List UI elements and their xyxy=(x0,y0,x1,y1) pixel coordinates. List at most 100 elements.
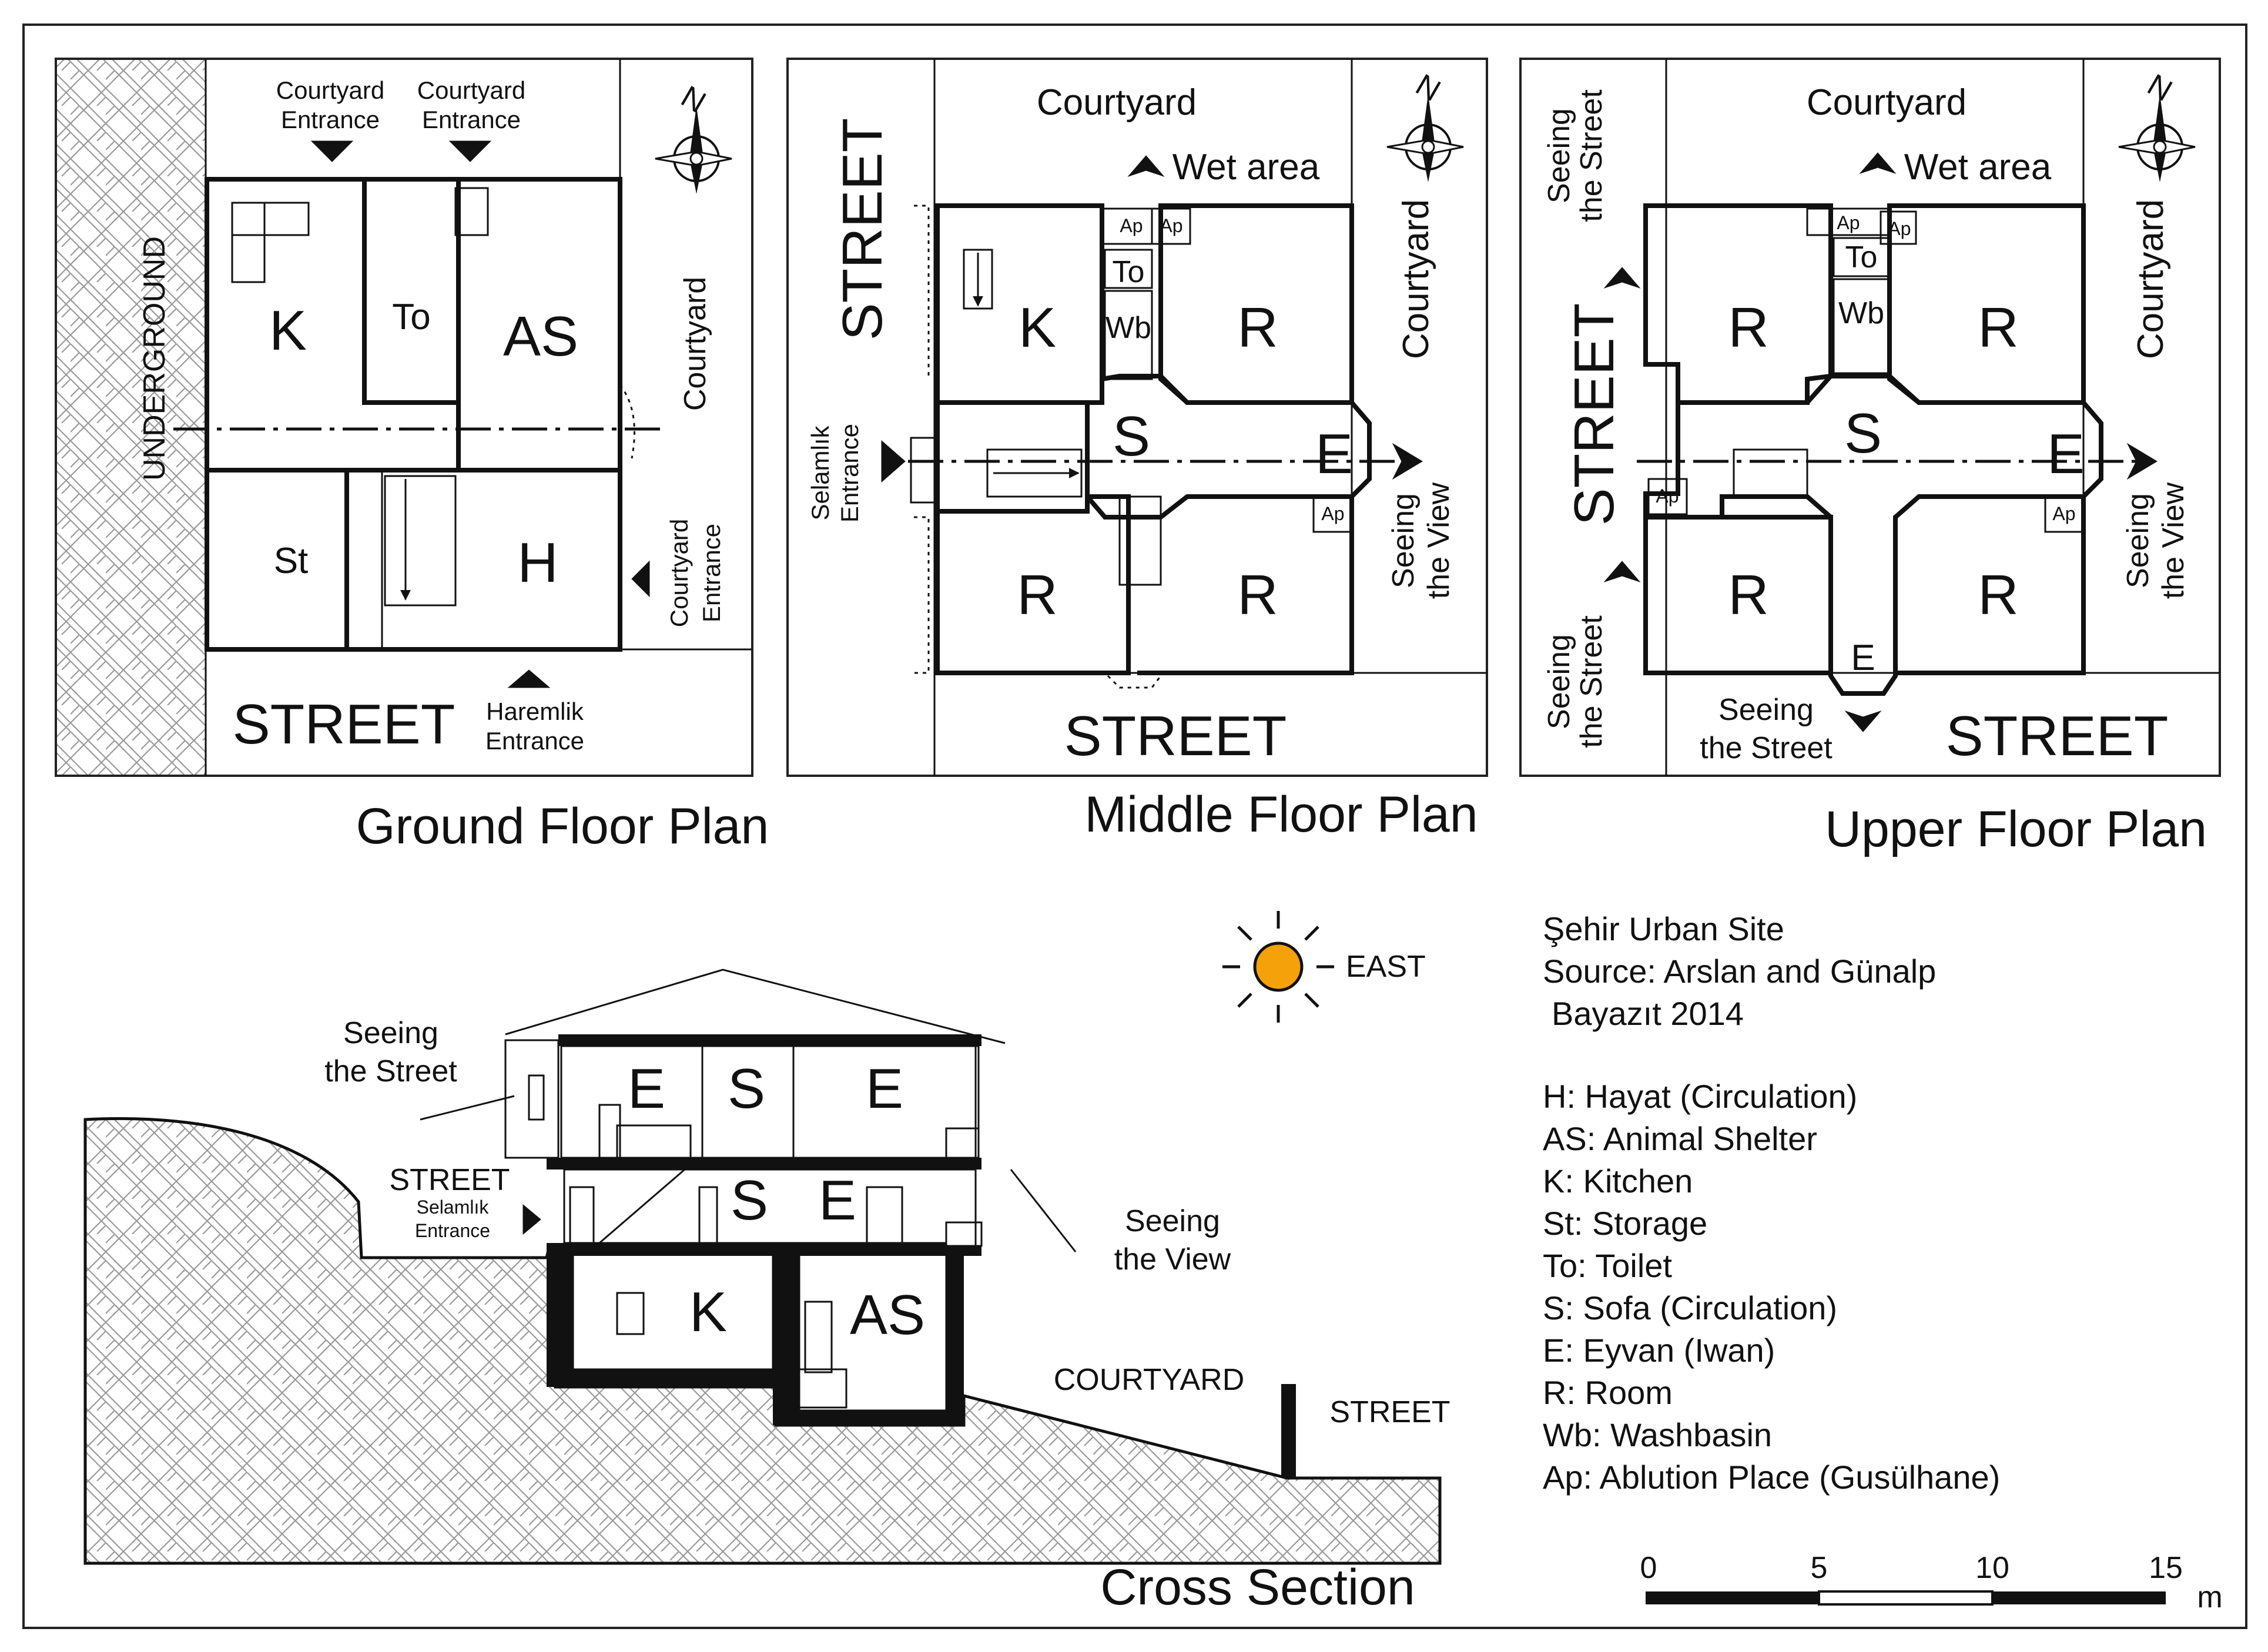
upper-frame xyxy=(1519,58,2221,777)
section-upper-sofa-label: S xyxy=(728,1057,765,1120)
scale-bar: 0 5 10 15 m xyxy=(1640,1551,2223,1614)
legend: H: Hayat (Circulation)AS: Animal Shelter… xyxy=(1543,1078,2000,1496)
middle-eyvan-label: E xyxy=(1315,423,1353,485)
upper-seeing-view-line1: Seeing xyxy=(2121,493,2155,588)
haremlik-entrance-line1: Haremlik xyxy=(486,698,584,725)
section-middle-eyvan-label: E xyxy=(819,1169,856,1232)
section-selamlik-line2: Entrance xyxy=(415,1220,490,1241)
middle-ap2-label: Ap xyxy=(1160,215,1182,236)
upper-washbasin-label: Wb xyxy=(1838,296,1884,330)
middle-street-left-label: STREET xyxy=(831,118,894,341)
source-year: Bayazıt 2014 xyxy=(1552,995,1744,1032)
north-arrow-icon: N xyxy=(1386,68,1464,182)
upper-room-r4-label: R xyxy=(1978,564,2018,626)
middle-seeing-view-line1: Seeing xyxy=(1386,493,1421,588)
room-toilet-label: To xyxy=(392,297,430,337)
middle-floor-plan: K R R R S E Ap Ap Ap To Wb STREET STREET… xyxy=(786,58,1488,843)
underground-hatch xyxy=(57,60,206,775)
sun-icon xyxy=(1222,911,1334,1023)
room-animal-shelter-label: AS xyxy=(503,305,578,368)
ground-frame xyxy=(55,58,753,777)
legend-item: Ap: Ablution Place (Gusülhane) xyxy=(1543,1459,2000,1496)
room-kitchen-label: K xyxy=(269,299,307,362)
middle-room-r2-label: R xyxy=(1017,564,1057,626)
legend-item: K: Kitchen xyxy=(1543,1162,1693,1199)
upper-street-bottom-label: STREET xyxy=(1946,705,2169,768)
middle-floor-title: Middle Floor Plan xyxy=(1084,786,1478,843)
underground-label: UNDERGROUND xyxy=(138,236,172,481)
section-courtyard-label: COURTYARD xyxy=(1054,1363,1245,1397)
ground-courtyard-label: Courtyard xyxy=(678,277,712,411)
selamlik-entrance-line1: Selamlık xyxy=(806,425,834,520)
legend-item: To: Toilet xyxy=(1543,1247,1672,1284)
courtyard-entrance-3-line1: Courtyard xyxy=(665,519,693,627)
section-k-label: K xyxy=(689,1281,727,1343)
middle-street-bottom-label: STREET xyxy=(1064,705,1287,768)
upper-ap2-label: Ap xyxy=(1888,218,1911,239)
selamlik-entrance-line2: Entrance xyxy=(836,424,863,522)
upper-eyvan-bottom-label: E xyxy=(1851,638,1875,678)
seeing-street-top-line1: Seeing xyxy=(1542,108,1576,203)
middle-courtyard-top-label: Courtyard xyxy=(1037,82,1197,123)
middle-ap3-label: Ap xyxy=(1321,503,1344,524)
info-block: Şehir Urban Site Source: Arslan and Güna… xyxy=(1543,910,1936,1032)
middle-room-k-label: K xyxy=(1019,296,1056,359)
courtyard-entrance-3-line2: Entrance xyxy=(698,524,725,622)
middle-sofa-label: S xyxy=(1113,405,1150,468)
haremlik-entrance-line2: Entrance xyxy=(485,727,584,755)
scale-unit: m xyxy=(2197,1580,2222,1614)
upper-room-r2-label: R xyxy=(1978,296,2018,359)
middle-ap1-label: Ap xyxy=(1120,215,1143,236)
north-arrow-icon: N xyxy=(2118,68,2196,182)
section-seeing-street-line1: Seeing xyxy=(343,1016,438,1050)
ground-floor-title: Ground Floor Plan xyxy=(356,798,769,855)
upper-courtyard-right-label: Courtyard xyxy=(2130,199,2171,359)
upper-ap4-label: Ap xyxy=(1656,485,1679,507)
ground-street-label: STREET xyxy=(233,693,455,756)
middle-room-r1-label: R xyxy=(1237,296,1278,359)
ground-floor-plan: K To AS St H UNDERGROUND STREET Courtyar… xyxy=(55,58,769,855)
section-selamlik-line1: Selamlık xyxy=(417,1197,490,1218)
section-middle-sofa-label: S xyxy=(731,1169,768,1232)
middle-room-r3-label: R xyxy=(1237,564,1278,626)
section-seeing-view-line1: Seeing xyxy=(1125,1204,1220,1238)
upper-sofa-label: S xyxy=(1844,402,1882,465)
legend-item: R: Room xyxy=(1543,1374,1673,1411)
courtyard-entrance-1-line1: Courtyard xyxy=(276,76,384,104)
north-label: N xyxy=(2142,68,2178,108)
east-label: EAST xyxy=(1346,950,1426,984)
middle-seeing-view-line2: the View xyxy=(1422,482,1456,599)
section-seeing-view-line2: the View xyxy=(1114,1242,1231,1276)
section-upper-eyvan-right-label: E xyxy=(866,1057,903,1120)
upper-room-r3-label: R xyxy=(1728,564,1768,626)
section-seeing-street-line2: the Street xyxy=(324,1054,457,1088)
room-hayat-label: H xyxy=(517,531,558,594)
upper-wet-area-label: Wet area xyxy=(1904,147,2052,187)
legend-item: E: Eyvan (Iwan) xyxy=(1543,1332,1775,1369)
legend-item: St: Storage xyxy=(1543,1205,1707,1242)
middle-washbasin-label: Wb xyxy=(1105,311,1151,345)
middle-toilet-label: To xyxy=(1113,255,1145,289)
legend-item: Wb: Washbasin xyxy=(1543,1416,1772,1453)
upper-ap1-label: Ap xyxy=(1837,212,1860,233)
scale-tick-0: 0 xyxy=(1640,1551,1657,1585)
upper-toilet-label: To xyxy=(1845,240,1878,274)
section-street-label: STREET xyxy=(389,1163,510,1197)
scale-tick-15: 15 xyxy=(2149,1551,2183,1585)
section-upper-eyvan-left-label: E xyxy=(628,1057,665,1120)
page-border xyxy=(22,24,2247,1629)
upper-eyvan-right-label: E xyxy=(2047,423,2085,485)
room-storage-label: St xyxy=(274,541,309,581)
middle-wet-area-label: Wet area xyxy=(1172,147,1320,187)
middle-courtyard-right-label: Courtyard xyxy=(1396,199,1436,359)
section-as-label: AS xyxy=(850,1284,925,1346)
source-line: Source: Arslan and Günalp xyxy=(1543,953,1936,990)
seeing-street-top-line2: the Street xyxy=(1574,89,1609,222)
section-street-right-label: STREET xyxy=(1329,1395,1450,1429)
cross-section: K AS S E E S E Seeing the Street xyxy=(83,911,1450,1616)
scale-tick-10: 10 xyxy=(1975,1551,2009,1585)
cross-section-title: Cross Section xyxy=(1100,1559,1415,1616)
upper-ap3-label: Ap xyxy=(2052,503,2075,524)
north-label: N xyxy=(675,79,712,120)
upper-room-r1-label: R xyxy=(1728,296,1768,359)
